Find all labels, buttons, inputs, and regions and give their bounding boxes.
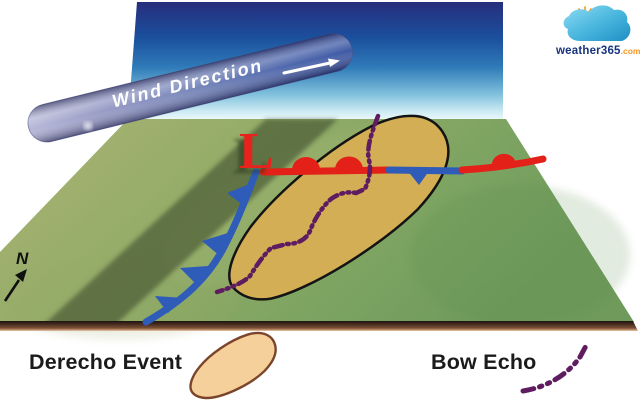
wind-tube	[27, 33, 353, 143]
stationary-front-blue-segment	[385, 166, 466, 175]
legend-derecho-label: Derecho Event	[29, 350, 183, 374]
north-arrow-icon	[3, 269, 27, 302]
logo-site-tld: .com	[620, 46, 640, 56]
compass-north-label: N	[16, 249, 29, 268]
derecho-region-oval	[228, 114, 450, 301]
bow-echo-line	[214, 113, 381, 295]
low-pressure-symbol: L	[239, 123, 274, 180]
cloud-icon	[563, 5, 631, 42]
warm-front-semicircle	[491, 153, 516, 167]
cold-front-triangles	[155, 183, 252, 313]
cold-front-triangle-down	[407, 170, 429, 185]
warm-front-semicircle	[334, 156, 363, 170]
warm-front-semicircle	[292, 157, 320, 170]
logo-art	[563, 5, 631, 42]
warm-front-line-east	[458, 155, 547, 174]
ground-front-edge	[0, 321, 638, 331]
legend-bow-echo-curve	[520, 341, 590, 394]
legend-bow-echo-label: Bow Echo	[431, 350, 537, 374]
logo-site-name: weather365	[556, 45, 621, 57]
tube-highlight	[83, 121, 93, 131]
wind-arrow-icon	[282, 58, 340, 75]
logo-wordmark: weather365.com	[556, 41, 640, 59]
legend-derecho-shape	[189, 331, 277, 400]
